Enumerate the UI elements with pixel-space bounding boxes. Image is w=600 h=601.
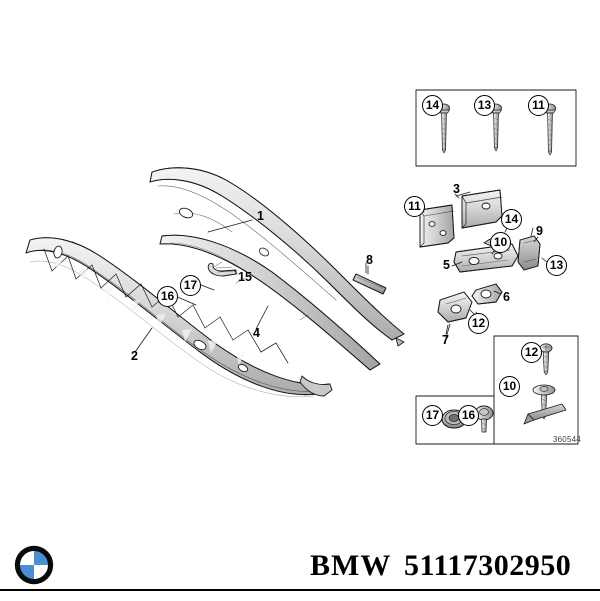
callout-7: 7 (442, 333, 449, 347)
part-11-bracket (419, 204, 455, 248)
box-item-label-11: 11 (528, 95, 549, 116)
callout-2: 2 (131, 349, 138, 363)
callout-1: 1 (257, 209, 264, 223)
callout-3: 3 (453, 182, 460, 196)
callout-5: 5 (443, 258, 450, 272)
box-item-label-13: 13 (474, 95, 495, 116)
part-7-bracket (437, 291, 473, 335)
part-3-bracket (454, 189, 503, 229)
brand-name: BMW (310, 549, 392, 582)
part-6-clamp (471, 283, 503, 305)
box-item-label-17: 17 (422, 405, 443, 426)
part-1-bumper-beam (149, 167, 405, 347)
callout-16: 16 (157, 286, 178, 307)
callout-14: 14 (501, 209, 522, 230)
part-8-strip (352, 262, 387, 295)
callout-12: 12 (468, 313, 489, 334)
box-item-label-14: 14 (422, 95, 443, 116)
screw-12 (539, 343, 553, 376)
part-9-bracket (517, 227, 541, 271)
callout-9: 9 (536, 224, 543, 238)
callout-6: 6 (503, 290, 510, 304)
bracket-wedge-icon (523, 403, 567, 425)
callout-17: 17 (180, 275, 201, 296)
footer-divider (0, 589, 600, 591)
box-item-label-16: 16 (458, 405, 479, 426)
callout-4: 4 (253, 326, 260, 340)
callout-10: 10 (490, 232, 511, 253)
part-4-support-rail (159, 234, 381, 371)
part-2-lower-reinforcement (25, 237, 333, 398)
bolt-16 (474, 405, 494, 433)
drawing-number: 360544 (553, 435, 581, 444)
callout-15: 15 (238, 270, 252, 284)
callout-13: 13 (546, 255, 567, 276)
box-item-label-10: 10 (499, 376, 520, 397)
box-item-label-12: 12 (521, 342, 542, 363)
part-number: 51117302950 (404, 549, 572, 582)
footer-bar: BMW 51117302950 (0, 528, 600, 601)
bolt-14 (438, 103, 450, 154)
bmw-roundel-logo (14, 545, 54, 585)
part-15-clip (207, 263, 237, 277)
callout-11: 11 (404, 196, 425, 217)
callout-8: 8 (366, 253, 373, 267)
